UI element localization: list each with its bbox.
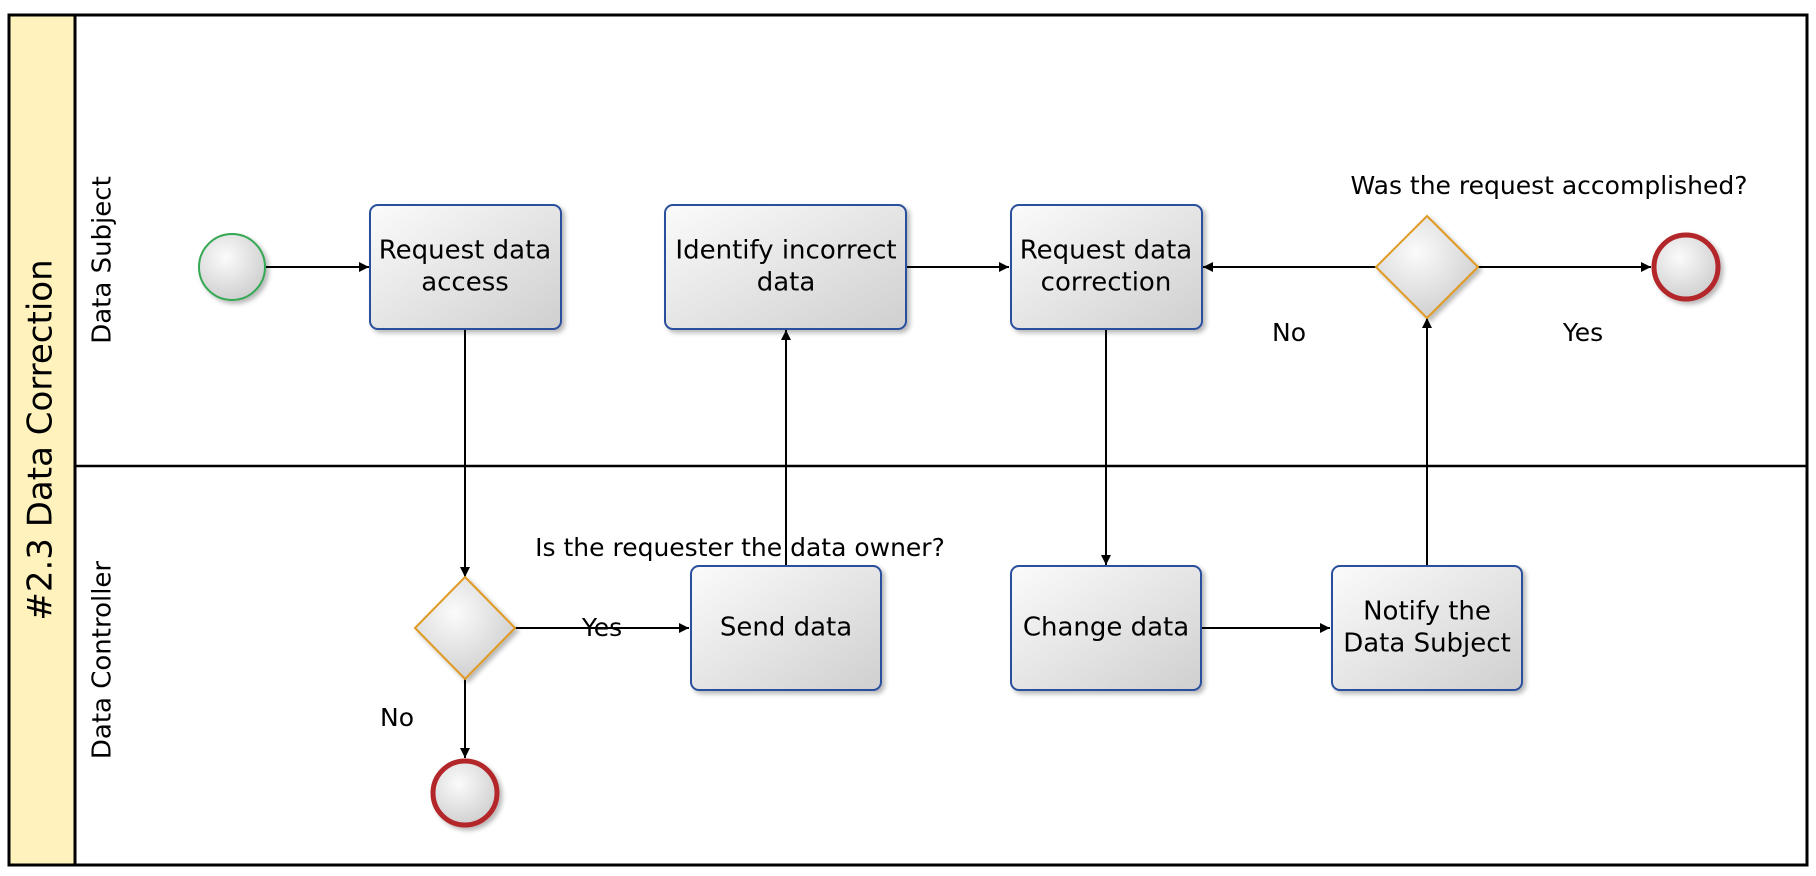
task-label-line: Request data [379, 236, 551, 266]
edge-label-owner-yes: Yes [581, 613, 622, 642]
edge-label-owner-no: No [380, 703, 414, 732]
pool: #2.3 Data Correction Data Subject Data C… [7, 13, 1809, 867]
sequence-flows [266, 262, 1651, 758]
task-label-line: access [421, 268, 509, 298]
start-event [198, 233, 266, 301]
task-label-line: Change data [1023, 613, 1189, 643]
lane-label-data-subject: Data Subject [88, 176, 118, 344]
edge-label-accomplished-yes: Yes [1562, 318, 1603, 347]
task-identify-incorrect-data: Identify incorrect data [664, 204, 907, 330]
gateway-question-owner: Is the requester the data owner? [535, 533, 945, 562]
gateway-question-accomplished: Was the request accomplished? [1351, 171, 1748, 200]
pool-band [7, 13, 77, 867]
task-label-line: correction [1041, 268, 1172, 298]
task-request-data-access: Request data access [369, 204, 562, 330]
task-label-line: Identify incorrect [675, 236, 896, 266]
gateway-accomplished-check [1374, 214, 1480, 320]
task-notify-data-subject: Notify the Data Subject [1331, 565, 1523, 691]
lane-label-data-controller: Data Controller [88, 561, 118, 760]
gateway-owner-check [413, 575, 517, 681]
task-label-line: Data Subject [1343, 629, 1511, 659]
task-request-data-correction: Request data correction [1010, 204, 1203, 330]
task-label-line: Send data [720, 613, 852, 643]
task-send-data: Send data [690, 565, 882, 691]
task-change-data: Change data [1010, 565, 1202, 691]
pool-title: #2.3 Data Correction [21, 259, 61, 620]
end-event-accomplished [1651, 232, 1721, 302]
task-label-line: Request data [1020, 236, 1192, 266]
task-label-line: data [757, 268, 816, 298]
task-label-line: Notify the [1363, 597, 1491, 627]
edge-label-accomplished-no: No [1272, 318, 1306, 347]
end-event-not-owner [430, 758, 500, 828]
